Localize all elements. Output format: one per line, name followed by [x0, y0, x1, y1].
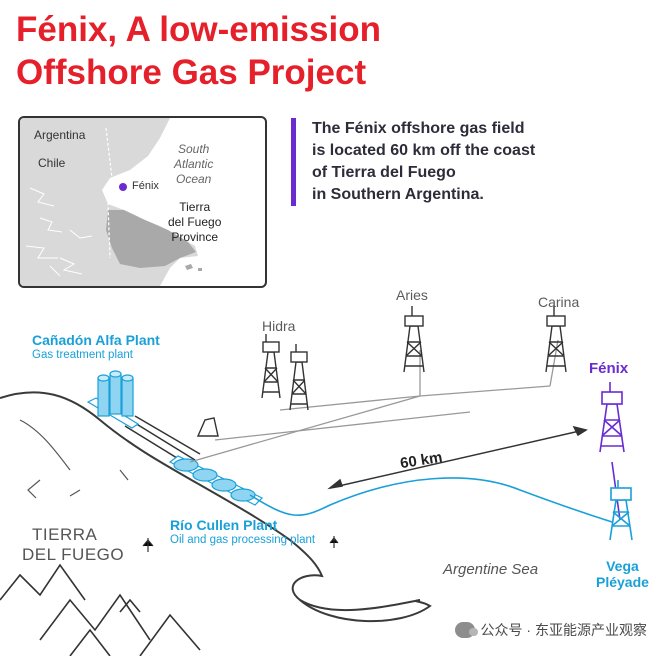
- inset-label-argentina: Argentina: [34, 128, 86, 142]
- platform-aries: [403, 306, 425, 373]
- title-line-2: Offshore Gas Project: [16, 53, 367, 92]
- title-line-1: Fénix, A low-emission: [16, 10, 381, 49]
- inset-islands: [185, 264, 202, 271]
- page-title: Fénix, A low-emission Offshore Gas Proje…: [16, 8, 656, 94]
- inset-label-fenix: Fénix: [132, 180, 159, 192]
- label-vega-pleyade: Vega Pléyade: [596, 558, 649, 590]
- wechat-icon: [454, 622, 478, 638]
- hut-structure: [196, 417, 219, 437]
- platform-fenix: [599, 382, 625, 453]
- project-illustration: [0, 306, 633, 656]
- label-tierra-line-1: TIERRA: [32, 525, 98, 544]
- label-argentine-sea: Argentine Sea: [443, 561, 539, 578]
- inset-map-graphic: [20, 118, 202, 286]
- inset-province-line-3: Province: [171, 230, 219, 244]
- intro-text: The Fénix offshore gas field is located …: [291, 118, 667, 206]
- canadon-alfa-plant-graphic: [86, 370, 140, 429]
- label-aries: Aries: [396, 287, 428, 303]
- inset-tierra-del-fuego: [106, 210, 196, 268]
- label-canadon-desc: Gas treatment plant: [32, 349, 133, 361]
- label-tierra-line-2: DEL FUEGO: [22, 545, 125, 564]
- inset-province-line-1: Tierra: [179, 200, 211, 214]
- label-rio-cullen: Río Cullen Plant: [170, 517, 278, 533]
- coastline: [0, 391, 421, 612]
- platform-carina: [545, 306, 567, 373]
- intro-line-3: of Tierra del Fuego: [312, 164, 456, 181]
- inset-ocean-line-1: South: [178, 142, 210, 156]
- rio-cullen-plant-graphic: [168, 455, 264, 506]
- inset-location-map: Argentina Chile South Atlantic Ocean Fén…: [18, 116, 267, 288]
- tree-marks: [142, 536, 339, 552]
- label-carina: Carina: [538, 294, 580, 310]
- platform-hidra-1: [261, 334, 281, 399]
- inset-border: [105, 127, 113, 259]
- inset-ocean-line-2: Atlantic: [174, 157, 214, 171]
- watermark-text: 公众号 · 东亚能源产业观察: [480, 622, 647, 638]
- inset-province-line-2: del Fuego: [168, 215, 222, 229]
- label-vega-line-2: Pléyade: [596, 574, 649, 590]
- platform-hidra-2: [289, 344, 309, 411]
- watermark: 公众号 · 东亚能源产业观察: [448, 618, 653, 642]
- inset-ocean-line-3: Ocean: [176, 172, 212, 186]
- label-hidra: Hidra: [262, 318, 296, 334]
- inset-label-ocean: South Atlantic Ocean: [174, 142, 213, 187]
- inset-label-chile: Chile: [38, 156, 66, 170]
- intro-line-2: is located 60 km off the coast: [312, 142, 536, 159]
- inset-coast-texture: [25, 187, 93, 277]
- label-fenix: Fénix: [589, 360, 629, 377]
- terrain-lines: [19, 419, 129, 499]
- intro-line-1: The Fénix offshore gas field: [312, 120, 525, 137]
- vega-pipeline: [249, 477, 613, 523]
- label-tierra-del-fuego: TIERRA DEL FUEGO: [22, 525, 124, 565]
- coastline-spit: [299, 599, 432, 623]
- distance-arrow: [327, 425, 588, 490]
- label-canadon-alfa: Cañadón Alfa Plant: [32, 332, 160, 348]
- label-rio-cullen-desc: Oil and gas processing plant: [170, 534, 316, 546]
- inset-fenix-dot: [119, 183, 127, 191]
- label-vega-line-1: Vega: [606, 558, 639, 574]
- offshore-gray-pipelines: [189, 339, 559, 463]
- mountains: [0, 563, 201, 656]
- platform-vega-pleyade: [609, 480, 633, 541]
- intro-line-4: in Southern Argentina.: [312, 186, 484, 203]
- inset-label-province: Tierra del Fuego Province: [168, 200, 221, 245]
